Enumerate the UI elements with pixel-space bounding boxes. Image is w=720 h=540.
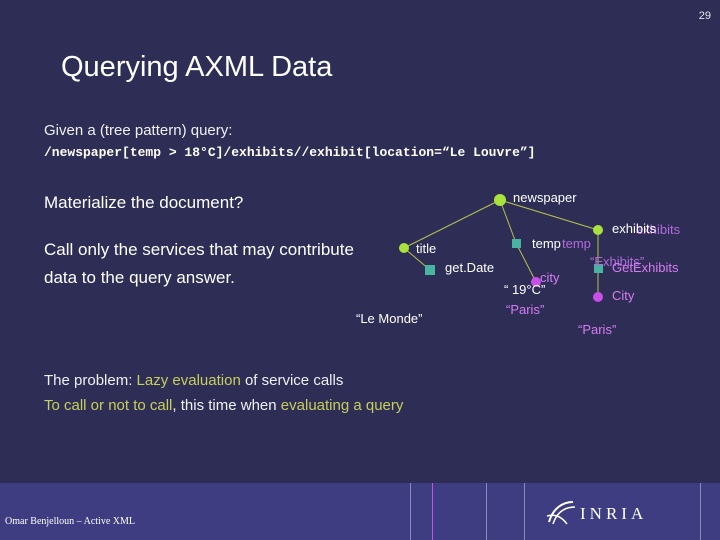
city2-label: City (612, 288, 635, 303)
city2-node (593, 292, 603, 302)
query-expression: /newspaper[temp > 18°C]/exhibits//exhibi… (44, 145, 536, 160)
temp-ghost-label: temp (562, 236, 591, 251)
footer-author: Omar Benjelloun – Active XML (5, 516, 135, 527)
exhibits-node (593, 225, 603, 235)
newspaper-label: newspaper (513, 190, 577, 205)
footer-divider-2 (432, 483, 433, 540)
getexhibits-service-node (594, 264, 603, 273)
slide-title: Querying AXML Data (61, 51, 333, 83)
temp-service-node (512, 239, 521, 248)
inria-logo-text: INRIA (580, 504, 648, 523)
inria-logo-icon (546, 501, 576, 525)
edge-newspaper-exhibits (499, 199, 599, 231)
call-only-line-1: Call only the services that may contribu… (44, 240, 354, 259)
footer-divider-5 (700, 483, 701, 540)
call-or-not-highlight: To call or not to call (44, 397, 173, 414)
getdate-label: get.Date (445, 260, 495, 275)
materialize-question: Materialize the document? (44, 193, 244, 212)
problem-prefix: The problem: (44, 372, 137, 389)
edge-newspaper-temp (499, 199, 517, 244)
edge-temp-city (515, 242, 537, 283)
tree-edges (403, 199, 599, 296)
evaluating-query-highlight: evaluating a query (280, 397, 404, 414)
intro-text: Given a (tree pattern) query: (44, 122, 233, 139)
getexhibits-label: GetExhibits (612, 260, 679, 275)
footer-bar (0, 483, 720, 540)
footer-divider-1 (410, 483, 411, 540)
paris-label-2: “Paris” (578, 322, 617, 337)
city-label: city (540, 270, 560, 285)
call-only-line-2: data to the query answer. (44, 268, 235, 287)
problem-line-2-middle: , this time when (172, 397, 281, 414)
newspaper-node (494, 194, 506, 206)
paris-label-1: “Paris” (506, 302, 545, 317)
problem-suffix: of service calls (240, 372, 344, 389)
le-monde-label: “Le Monde” (356, 311, 423, 326)
exhibits-value-label: “Exhibits” (590, 254, 645, 269)
title-node (399, 243, 409, 253)
getdate-service-node (425, 265, 435, 275)
title-label: title (416, 241, 437, 256)
problem-line-1: The problem: Lazy evaluation of service … (44, 372, 343, 389)
exhibits-label: exhibits (612, 221, 657, 236)
temp-value-label: “ 19°C” (504, 282, 546, 297)
tree-diagram (399, 194, 603, 302)
footer-divider-4 (524, 483, 525, 540)
city-node (531, 277, 541, 287)
lazy-evaluation-highlight: Lazy evaluation (136, 372, 241, 389)
footer-divider-3 (486, 483, 487, 540)
slide-number: 29 (698, 10, 711, 22)
temp-label: temp (532, 236, 561, 251)
edge-newspaper-title (403, 199, 501, 249)
exhibits-ghost-label: exhibits (636, 222, 681, 237)
problem-line-2: To call or not to call, this time when e… (44, 397, 403, 414)
